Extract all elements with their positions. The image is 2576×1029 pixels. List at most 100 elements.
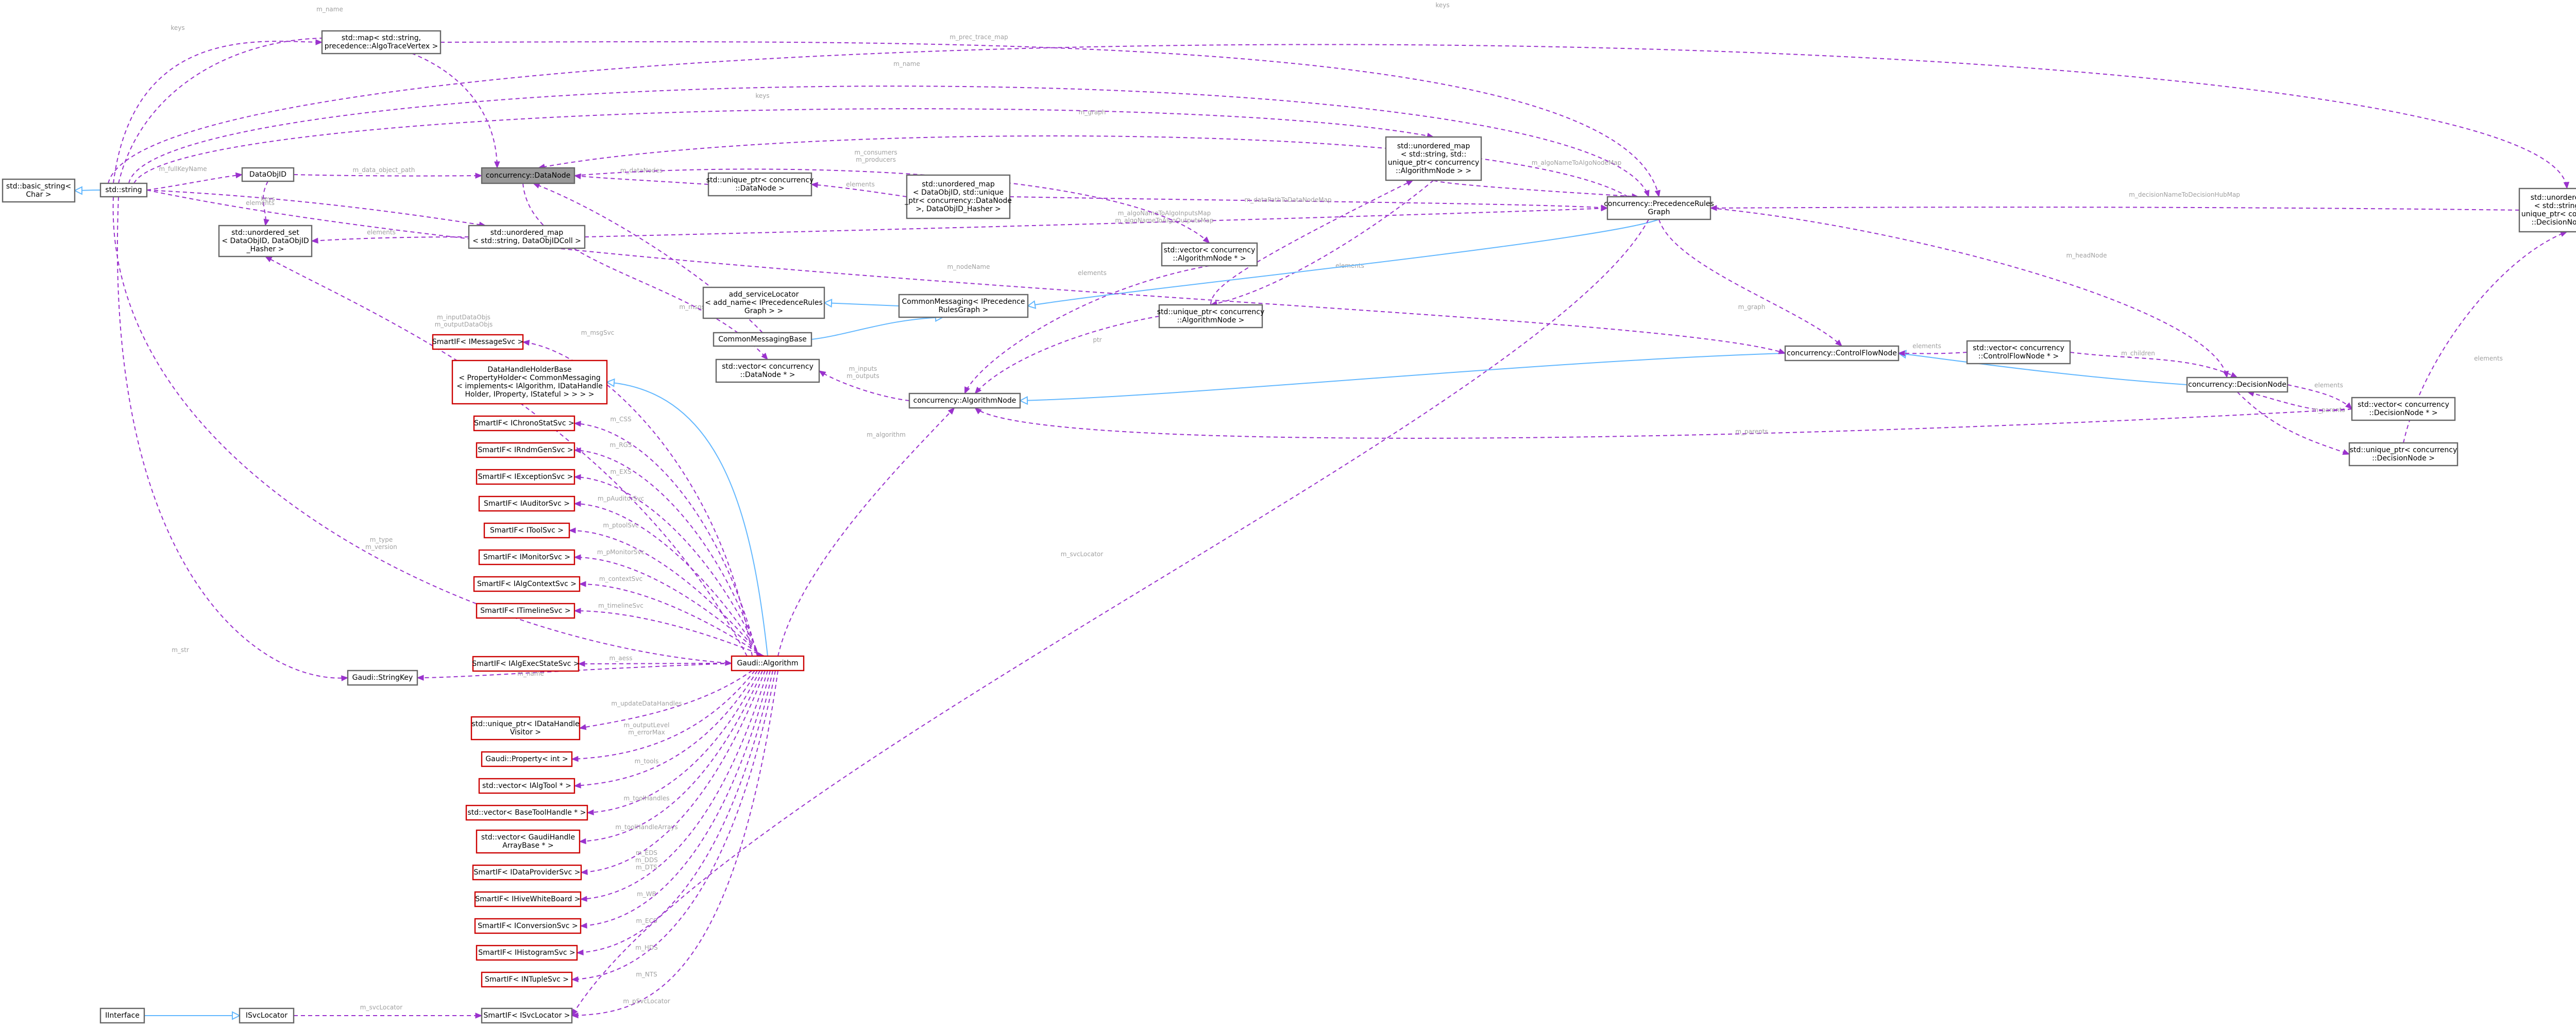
edge-galg-aud: m_pAuditorSvc xyxy=(573,495,761,657)
class-node-sp-sl[interactable]: SmartIF< ISvcLocator > xyxy=(481,1007,573,1024)
arrow-head xyxy=(810,182,818,188)
class-node-dataobjid[interactable]: DataObjID xyxy=(241,167,295,182)
arrow-head xyxy=(475,1013,483,1019)
class-node-sp-msg[interactable]: SmartIF< IMessageSvc > xyxy=(432,334,524,350)
class-node-dhh[interactable]: DataHandleHolderBase< PropertyHolder< Co… xyxy=(451,359,608,405)
node-box xyxy=(473,415,575,432)
class-node-cmb[interactable]: CommonMessagingBase xyxy=(713,332,812,347)
class-node-sp-mon[interactable]: SmartIF< IMonitorSvc > xyxy=(478,549,575,565)
class-node-vec-bth[interactable]: std::vector< BaseToolHandle * > xyxy=(465,804,588,821)
arrow-head xyxy=(578,661,585,667)
node-box xyxy=(731,655,805,672)
edge-galg-spsl: m_pSvcLocator xyxy=(571,670,778,1019)
edge-label: m_algoNameToAlgoNodeMap xyxy=(1532,159,1622,166)
class-node-uptr-dn[interactable]: std::unique_ptr< concurrency::DataNode > xyxy=(706,172,814,197)
edge-line xyxy=(974,407,2352,439)
edge-label: m_nodeName xyxy=(947,263,990,270)
node-label: CommonMessagingBase xyxy=(718,335,807,344)
class-node-str[interactable]: std::string xyxy=(99,182,148,198)
class-node-sp-dp[interactable]: SmartIF< IDataProviderSvc > xyxy=(472,864,582,881)
node-label: std::vector< IAlgTool * > xyxy=(482,782,571,790)
arrow-head xyxy=(235,172,243,179)
class-node-skey[interactable]: Gaudi::StringKey xyxy=(347,670,418,686)
class-node-decnode[interactable]: concurrency::DecisionNode xyxy=(2186,376,2289,393)
node-label: SmartIF< IRndmGenSvc > xyxy=(478,446,573,454)
class-node-galg[interactable]: Gaudi::Algorithm xyxy=(731,655,805,672)
class-node-asl[interactable]: add_serviceLocator< add_name< IPrecedenc… xyxy=(702,286,825,319)
class-node-sp-ctx[interactable]: SmartIF< IAlgContextSvc > xyxy=(473,576,581,592)
edge-label: m_algorithm xyxy=(867,431,906,438)
class-node-cfn[interactable]: concurrency::ControlFlowNode xyxy=(1784,345,1900,362)
class-node-sp-exc[interactable]: SmartIF< IExceptionSvc > xyxy=(476,469,575,485)
class-node-sp-aud[interactable]: SmartIF< IAuditorSvc > xyxy=(478,495,575,512)
edge-uset-umapdn: elements xyxy=(311,229,469,244)
edge-label: elements xyxy=(846,181,875,188)
edge-galg-nt: m_NTS xyxy=(571,670,776,983)
class-node-uset[interactable]: std::unordered_set< DataObjID, DataObjID… xyxy=(218,225,313,258)
node-label: std::map< std::string,precedence::AlgoTr… xyxy=(325,34,438,50)
class-node-sp-hist[interactable]: SmartIF< IHistogramSvc > xyxy=(476,945,578,961)
class-node-mapstr[interactable]: std::map< std::string,precedence::AlgoTr… xyxy=(321,30,442,55)
class-node-vec-tool[interactable]: std::vector< IAlgTool * > xyxy=(478,778,575,794)
arrow-head xyxy=(573,782,581,788)
edge-galg-time: m_timelineSvc xyxy=(573,602,765,657)
node-box xyxy=(241,167,295,182)
edge-label: keys xyxy=(755,92,769,99)
arrow-head xyxy=(315,39,323,45)
edge-label: m_RGS xyxy=(610,441,632,449)
node-box xyxy=(2351,397,2456,421)
edge-line xyxy=(311,236,469,242)
class-node-sp-tool[interactable]: SmartIF< IToolSvc > xyxy=(483,522,570,539)
class-node-sp-hwb[interactable]: SmartIF< IHiveWhiteBoard > xyxy=(474,891,582,907)
class-node-umap-dec[interactable]: std::unordered_map< std::string, std::un… xyxy=(2518,187,2576,233)
edge-label: elements xyxy=(367,229,396,236)
node-box xyxy=(1784,345,1900,362)
class-node-bstr[interactable]: std::basic_string<Char > xyxy=(2,178,76,203)
class-node-sp-nt[interactable]: SmartIF< INTupleSvc > xyxy=(481,971,573,988)
class-node-dn[interactable]: concurrency::DataNode xyxy=(481,167,575,184)
arrow-head xyxy=(1405,180,1414,186)
edge-label: m_str xyxy=(172,646,189,654)
node-box xyxy=(468,225,586,249)
class-node-umap-doid[interactable]: std::unordered_map< DataObjID, std::uniq… xyxy=(904,174,1012,219)
class-node-algnode[interactable]: concurrency::AlgorithmNode xyxy=(908,392,1021,409)
arrow-head xyxy=(974,386,982,394)
edge-line xyxy=(824,302,900,306)
arrow-head xyxy=(580,896,587,902)
edge-line xyxy=(964,265,1210,394)
class-node-prop[interactable]: Gaudi::Property< int > xyxy=(481,751,573,767)
edge-line xyxy=(574,557,763,657)
edge-line xyxy=(579,584,764,657)
class-node-sp-chrono[interactable]: SmartIF< IChronoStatSvc > xyxy=(473,415,575,432)
class-node-sp-conv[interactable]: SmartIF< IConversionSvc > xyxy=(474,918,582,934)
class-node-sp-exec[interactable]: SmartIF< IAlgExecStateSvc > xyxy=(472,656,580,672)
edge-decnode-vecdec: elements xyxy=(2287,382,2352,409)
arrow-head xyxy=(2345,402,2352,409)
class-node-sp-time[interactable]: SmartIF< ITimelineSvc > xyxy=(476,603,575,619)
class-node-isl[interactable]: ISvcLocator xyxy=(239,1007,295,1024)
class-node-uptr-an[interactable]: std::unique_ptr< concurrency::AlgorithmN… xyxy=(1157,304,1265,329)
edge-label: elements xyxy=(246,199,275,207)
class-node-vec-cfn[interactable]: std::vector< concurrency::ControlFlowNod… xyxy=(1966,340,2071,365)
arrow-head xyxy=(2563,182,2570,190)
edge-galg-hist: m_HDS xyxy=(576,670,773,956)
class-node-vec-dec[interactable]: std::vector< concurrency::DecisionNode *… xyxy=(2351,397,2456,421)
edge-label: m_toolHandles xyxy=(624,795,670,802)
class-node-iface[interactable]: IInterface xyxy=(99,1007,145,1024)
arrow-head xyxy=(1897,350,1905,356)
class-node-vec-dn[interactable]: std::vector< concurrency::DataNode * > xyxy=(715,358,820,383)
class-node-vec-an[interactable]: std::vector< concurrency::AlgorithmNode … xyxy=(1161,242,1258,267)
edge-line xyxy=(146,190,1786,354)
edge-galg-vectool: m_tools xyxy=(573,670,758,788)
edge-str-umapdec: keys xyxy=(108,2,2570,190)
class-node-umap-an[interactable]: std::unordered_map< std::string, std::un… xyxy=(1385,136,1482,181)
class-node-umap-dn[interactable]: std::unordered_map< std::string, DataObj… xyxy=(468,225,586,249)
class-node-uptr-dec[interactable]: std::unique_ptr< concurrency::DecisionNo… xyxy=(2348,442,2459,467)
class-node-sp-rnd[interactable]: SmartIF< IRndmGenSvc > xyxy=(476,442,575,458)
